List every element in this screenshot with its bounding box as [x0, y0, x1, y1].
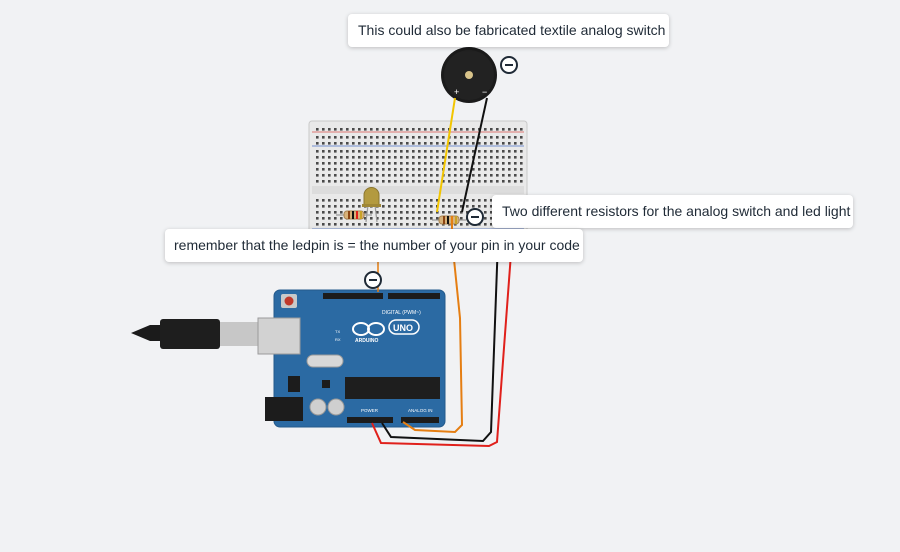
piezo-buzzer[interactable]: + −	[441, 47, 497, 103]
buzzer-plus-label: +	[454, 87, 459, 97]
small-chip	[322, 380, 330, 388]
regulator-chip	[288, 376, 300, 392]
power-header[interactable]	[347, 417, 393, 423]
resistor-switch[interactable]	[432, 215, 466, 225]
usb-plug-metal	[220, 322, 258, 346]
buzzer-minus-label: −	[482, 87, 487, 97]
wire-black-ground[interactable]	[381, 239, 499, 443]
capacitor-2	[327, 398, 345, 416]
power-jack	[265, 397, 303, 421]
led[interactable]	[362, 187, 381, 223]
rx-label: RX	[335, 337, 341, 342]
digital-label: DIGITAL (PWM~)	[382, 310, 421, 316]
usb-cable	[131, 325, 160, 341]
note-ledpin[interactable]: remember that the ledpin is = the number…	[165, 229, 583, 262]
wire-red-power[interactable]	[371, 239, 513, 448]
collapse-note-textile-button[interactable]	[500, 56, 518, 74]
arduino-label: ARDUINO	[355, 338, 378, 344]
digital-header-right[interactable]	[388, 293, 440, 299]
resistor-led[interactable]	[336, 210, 372, 220]
analog-in-label: ANALOG IN	[408, 408, 433, 413]
note-textile-switch[interactable]: This could also be fabricated textile an…	[348, 14, 669, 47]
uno-badge	[388, 319, 420, 335]
reset-button[interactable]	[284, 296, 294, 306]
atmega-chip	[345, 377, 440, 399]
capacitor-1	[309, 398, 327, 416]
power-label: POWER	[361, 408, 379, 413]
collapse-note-ledpin-button[interactable]	[364, 271, 382, 289]
arduino-infinity-logo	[352, 322, 385, 336]
uno-label: UNO	[393, 323, 413, 333]
tx-label: TX	[335, 329, 340, 334]
collapse-note-resistors-button[interactable]	[466, 208, 484, 226]
crystal	[306, 354, 344, 368]
note-resistors-text: Two different resistors for the analog s…	[502, 203, 851, 219]
analog-header[interactable]	[401, 417, 439, 423]
usb-port	[257, 317, 301, 355]
usb-plug	[160, 319, 220, 349]
breadboard-center-channel	[312, 186, 524, 194]
note-resistors[interactable]: Two different resistors for the analog s…	[492, 195, 853, 228]
wire-yellow[interactable]	[436, 97, 456, 213]
note-textile-switch-text: This could also be fabricated textile an…	[358, 22, 666, 38]
note-ledpin-text: remember that the ledpin is = the number…	[174, 237, 580, 253]
wire-black-buzzer[interactable]	[461, 97, 488, 213]
digital-header-left[interactable]	[323, 293, 383, 299]
arduino-uno-board[interactable]: UNO ARDUINO DIGITAL (PWM~) POWER ANALOG …	[131, 289, 446, 428]
